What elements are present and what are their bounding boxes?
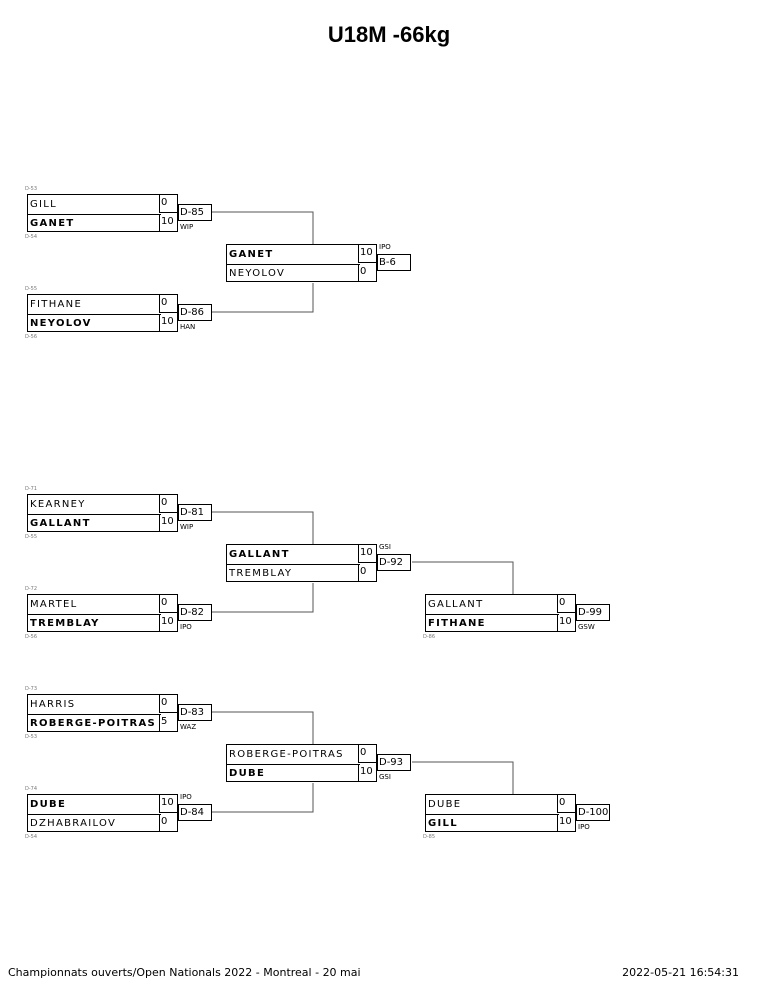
competitor-score: 10 [159,514,178,532]
competitor-name: ROBERGE-POITRAS [227,745,360,765]
winner-club: GSI [379,543,391,551]
source-match-ref: D-86 [423,634,436,640]
source-match-ref: D-71 [25,486,38,492]
winner-club: WIP [180,523,194,531]
competitor-score: 10 [358,764,377,782]
competitor-name: DUBE [426,795,559,815]
match-code: D-81 [178,504,212,521]
source-match-ref: D-56 [25,634,38,640]
competitor-name: DUBE [28,795,161,815]
page-title: U18M -66kg [327,22,451,47]
competitor-score: 0 [557,595,576,613]
competitor-name: GILL [28,195,161,215]
source-match-ref: D-54 [25,234,38,240]
competitor-name: GALLANT [227,545,360,565]
competitor-score: 0 [159,295,178,313]
competitor-name: GALLANT [426,595,559,615]
competitor-score: 10 [557,814,576,832]
competitor-score: 0 [159,695,178,713]
winner-club: IPO [180,623,192,631]
competitor-name: FITHANE [428,618,486,629]
competitor-score: 0 [557,795,576,813]
competitor-name: NEYOLOV [30,318,92,329]
competitor-score: 0 [358,745,377,763]
competitor-name: ROBERGE-POITRAS [30,718,157,729]
source-match-ref: D-56 [25,334,38,340]
competitor-score: 0 [159,195,178,213]
competitor-score: 0 [159,814,178,832]
match-code: D-85 [178,204,212,221]
source-match-ref: D-53 [25,186,38,192]
match-code: D-92 [377,554,411,571]
match-code: D-93 [377,754,411,771]
source-match-ref: D-55 [25,286,38,292]
competitor-name: GILL [428,818,458,829]
source-match-ref: D-85 [423,834,436,840]
competitor-score: 0 [159,495,178,513]
competitor-score: 5 [159,714,178,732]
competitor-score: 0 [358,564,377,582]
winner-club: WAZ [180,723,197,731]
match-code: D-84 [178,804,212,821]
competitor-score: 0 [159,595,178,613]
match-code: B-6 [377,254,411,271]
competitor-score: 10 [358,245,377,263]
competitor-score: 10 [159,795,178,813]
source-match-ref: D-72 [25,586,38,592]
competitor-name: NEYOLOV [229,268,286,279]
competitor-score: 0 [358,264,377,282]
competitor-name: TREMBLAY [30,618,100,629]
match-code: D-99 [576,604,610,621]
competitor-name: TREMBLAY [229,568,293,579]
winner-club: WIP [180,223,194,231]
competitor-score: 10 [557,614,576,632]
winner-club: IPO [379,243,391,251]
source-match-ref: D-55 [25,534,38,540]
match-code: D-100 [576,804,610,821]
winner-club: IPO [578,823,590,831]
competitor-name: GANET [30,218,75,229]
footer-timestamp: 2022-05-21 16:54:31 [622,966,739,979]
winner-club: GSW [578,623,595,631]
competitor-score: 10 [159,214,178,232]
match-code: D-83 [178,704,212,721]
footer-event: Championnats ouverts/Open Nationals 2022… [8,966,361,979]
winner-club: IPO [180,793,192,801]
source-match-ref: D-74 [25,786,38,792]
competitor-name: DZHABRAILOV [30,818,117,829]
competitor-score: 10 [358,545,377,563]
competitor-name: FITHANE [28,295,161,315]
competitor-name: GANET [227,245,360,265]
winner-club: HAN [180,323,196,331]
match-code: D-82 [178,604,212,621]
source-match-ref: D-73 [25,686,38,692]
match-code: D-86 [178,304,212,321]
winner-club: GSI [379,773,391,781]
competitor-score: 10 [159,614,178,632]
competitor-name: GALLANT [30,518,91,529]
competitor-name: KEARNEY [28,495,161,515]
source-match-ref: D-54 [25,834,38,840]
competitor-name: DUBE [229,768,266,779]
source-match-ref: D-53 [25,734,38,740]
competitor-name: MARTEL [28,595,161,615]
competitor-score: 10 [159,314,178,332]
competitor-name: HARRIS [28,695,161,715]
